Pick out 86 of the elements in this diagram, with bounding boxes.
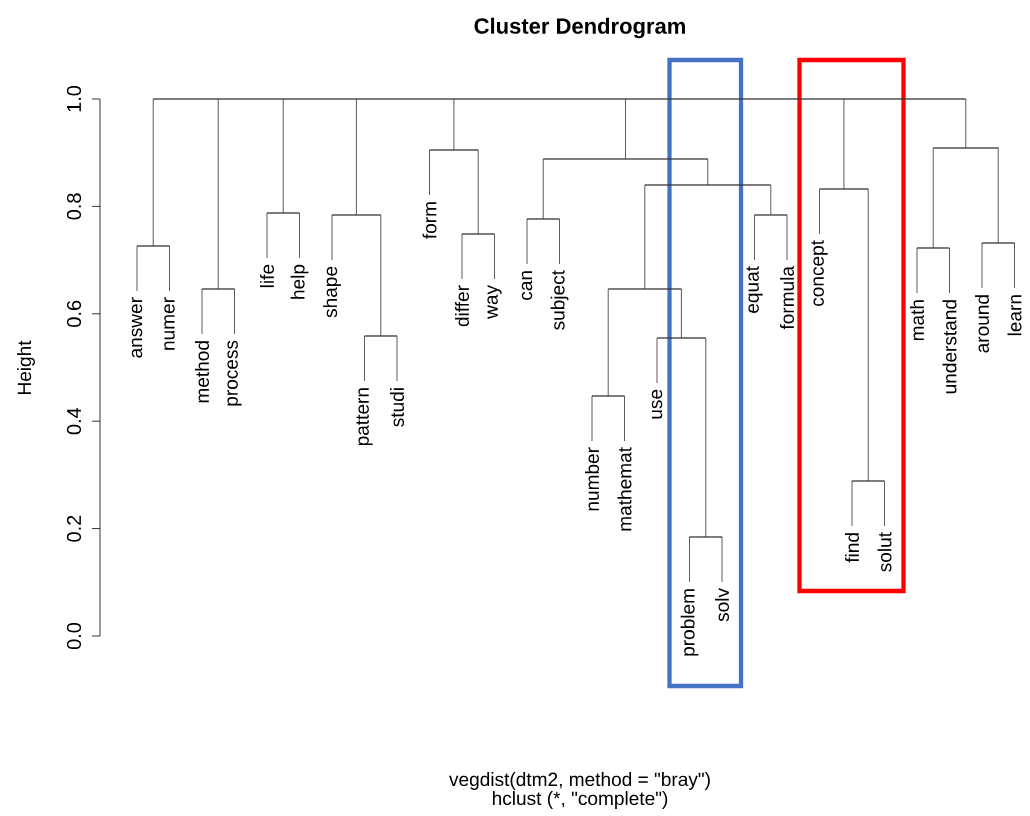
leaf-label: differ (455, 285, 469, 327)
leaf-label: process (227, 340, 242, 406)
branch-line (396, 335, 398, 382)
branch-line (356, 98, 357, 216)
branch-line (591, 395, 593, 442)
branch-line (136, 245, 138, 292)
leaf-label: problem (680, 589, 699, 656)
branch-line (770, 184, 772, 216)
leaf-label: life (260, 264, 274, 288)
branch-line (201, 288, 203, 335)
branch-line (331, 214, 333, 261)
branch-line (559, 218, 560, 265)
branch-line (607, 288, 609, 397)
branch-line (754, 214, 755, 261)
branch-line (819, 188, 820, 235)
branch-line (981, 242, 983, 289)
tick-label: 1.0 (66, 85, 82, 112)
branch-line (169, 245, 170, 292)
branch-line (721, 536, 723, 583)
chart-title: Cluster Dendrogram (474, 17, 685, 39)
leaf-label: understand (942, 300, 957, 394)
branch-line (786, 214, 788, 261)
branch-line (282, 98, 284, 214)
branch-line (625, 98, 626, 160)
branch-line (477, 149, 479, 235)
branch-line (429, 149, 430, 196)
branch-line (965, 98, 967, 149)
branch-line (542, 158, 544, 220)
leaf-label: way (487, 285, 502, 319)
leaf-label: form (422, 202, 437, 239)
branch-line (299, 212, 300, 259)
branch-line (705, 337, 707, 538)
branch-line (152, 98, 154, 247)
tick-label: 0.8 (66, 193, 82, 220)
leaf-label: find (845, 533, 859, 563)
branch-line (266, 212, 268, 259)
leaf-label: studi (390, 388, 404, 427)
leaf-label: learn (1007, 295, 1022, 336)
branch-line (526, 218, 528, 265)
leaf-label: math (910, 300, 924, 341)
branch-line (851, 480, 853, 527)
branch-line (1014, 242, 1015, 289)
leaf-label: concept (811, 240, 828, 306)
leaf-label: subject (550, 270, 569, 330)
branch-line (234, 288, 235, 335)
branch-line (884, 480, 885, 527)
tick-label: 0.6 (66, 300, 82, 327)
branch-line (707, 158, 709, 186)
branch-line (843, 98, 845, 190)
leaf-label: mathemat (617, 447, 632, 531)
leaf-label: pattern (356, 388, 373, 446)
method-note: vegdist(dtm2, method = "bray") (449, 772, 710, 790)
tick-label: 0.2 (66, 515, 82, 542)
branch-line (453, 98, 455, 151)
tick-label: 0.4 (66, 407, 82, 435)
leaf-label: equat (746, 266, 763, 313)
leaf-label: shape (323, 266, 341, 318)
leaf-label: method (195, 341, 209, 403)
leaf-label: number (585, 447, 599, 511)
tick-label: 0.0 (66, 622, 82, 650)
leaf-label: solut (877, 532, 892, 572)
method-note: hclust (*, "complete") (492, 791, 668, 809)
branch-line (932, 147, 934, 249)
branch-line (624, 395, 625, 442)
branch-line (867, 188, 869, 482)
branch-line (681, 288, 682, 339)
leaf-label: use (651, 389, 663, 419)
branch-line (380, 214, 382, 337)
leaf-label: formula (780, 266, 794, 330)
branch-line (217, 98, 219, 290)
branch-line (916, 247, 918, 294)
leaf-label: numer (164, 297, 175, 350)
branch-line (949, 247, 950, 294)
branch-line (997, 147, 999, 244)
axis-title: Height (17, 340, 35, 394)
branch-line (461, 233, 463, 280)
leaf-label: can (521, 271, 533, 300)
branch-line (494, 233, 495, 280)
leaf-label: solv (715, 588, 729, 622)
leaf-label: around (975, 295, 989, 353)
branch-line (644, 184, 646, 290)
leaf-label: help (290, 264, 309, 299)
branch-line (364, 335, 365, 382)
branch-line (689, 536, 690, 583)
branch-line (656, 337, 658, 384)
leaf-label: answer (131, 297, 143, 358)
